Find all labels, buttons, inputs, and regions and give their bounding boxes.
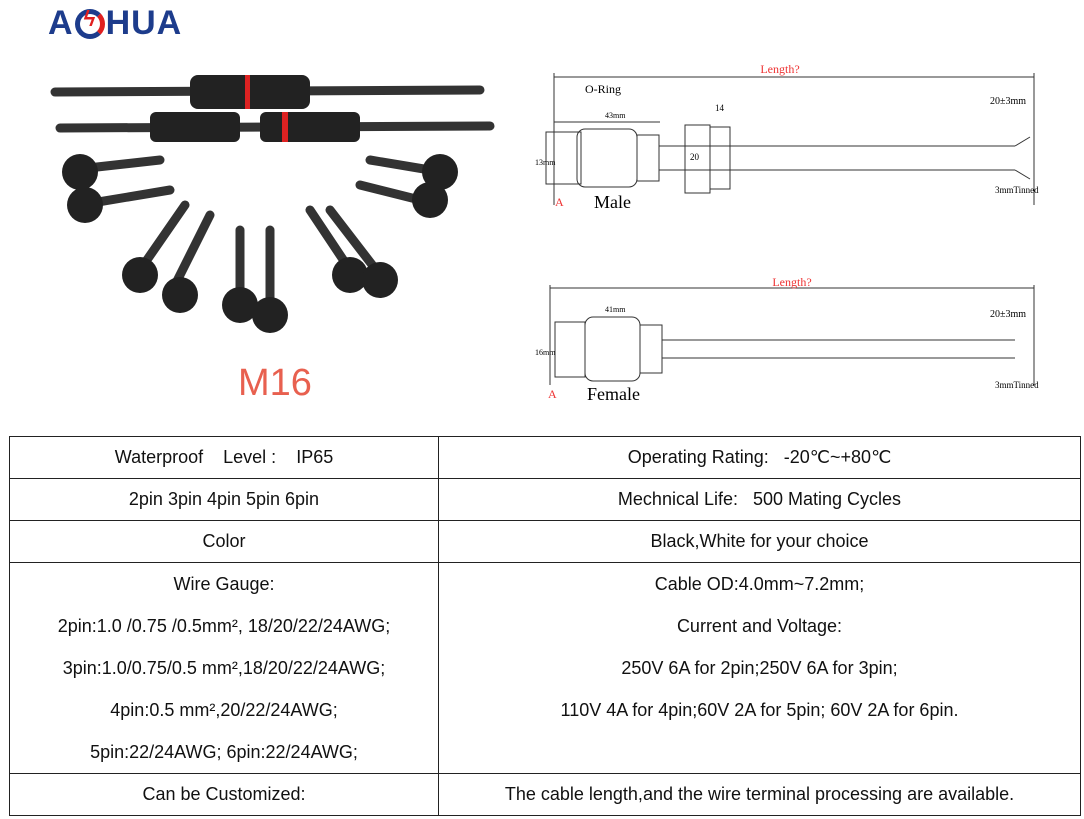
wire-gauge-line: 2pin:1.0 /0.75 /0.5mm², 18/20/22/24AWG; (57, 616, 391, 636)
cable-line: 110V 4A for 4pin;60V 2A for 5pin; 60V 2A… (560, 700, 959, 720)
wire-gauge-cell: Wire Gauge: 2pin:1.0 /0.75 /0.5mm², 18/2… (9, 562, 439, 774)
custom-value-cell: The cable length,and the wire terminal p… (438, 773, 1081, 816)
cable-cell: Cable OD:4.0mm~7.2mm; Current and Voltag… (438, 562, 1081, 774)
wire-gauge-line: 3pin:1.0/0.75/0.5 mm²,18/20/22/24AWG; (62, 658, 386, 678)
wire-gauge-line: 4pin:0.5 mm²,20/22/24AWG; (110, 700, 338, 720)
table-row: Wire Gauge: 2pin:1.0 /0.75 /0.5mm², 18/2… (9, 562, 1081, 774)
color-value-cell: Black,White for your choice (438, 520, 1081, 563)
female-label: Female (587, 384, 640, 404)
cable-line: Cable OD:4.0mm~7.2mm; (654, 574, 865, 594)
male-body-dim: 43mm (605, 111, 626, 120)
cable-line: 250V 6A for 2pin;250V 6A for 3pin; (621, 658, 898, 678)
model-label: M16 (238, 362, 312, 404)
male-strip-dim: 20±3mm (990, 96, 1026, 107)
female-strip-dim: 20±3mm (990, 309, 1026, 320)
female-dia-dim: 16mm (535, 348, 556, 357)
pins-cell: 2pin 3pin 4pin 5pin 6pin (9, 478, 439, 521)
wire-gauge-line: Wire Gauge: (173, 574, 275, 594)
cable-line: Current and Voltage: (676, 616, 843, 636)
oring-label: O-Ring (585, 82, 621, 96)
female-body-dim: 41mm (605, 305, 626, 314)
female-marker: A (548, 387, 557, 401)
nut-dia-dim: 20 (690, 152, 700, 162)
dimension-drawing: Length? O-Ring 43mm 14 20 13mm 20±3mm 3m… (535, 62, 1039, 404)
male-tinned-dim: 3mmTinned (995, 185, 1039, 195)
male-label: Male (594, 192, 631, 212)
female-length-label: Length? (772, 275, 811, 289)
brand-logo: AHUA (48, 4, 182, 43)
male-length-label: Length? (760, 62, 799, 76)
operating-cell: Operating Rating: -20℃~+80℃ (438, 436, 1081, 479)
color-label-cell: Color (9, 520, 439, 563)
wire-gauge-line: 5pin:22/24AWG; 6pin:22/24AWG; (90, 742, 358, 762)
table-row: Can be Customized:The cable length,and t… (9, 773, 1081, 816)
life-cell: Mechnical Life: 500 Mating Cycles (438, 478, 1081, 521)
nut-dim: 14 (715, 103, 725, 113)
product-photo: AHUA M16 (20, 0, 512, 432)
custom-label-cell: Can be Customized: (9, 773, 439, 816)
female-tinned-dim: 3mmTinned (995, 380, 1039, 390)
connectors-illustration (50, 75, 495, 333)
male-dia-dim: 13mm (535, 158, 556, 167)
male-marker: A (555, 195, 564, 209)
waterproof-cell: Waterproof Level : IP65 (9, 436, 439, 479)
